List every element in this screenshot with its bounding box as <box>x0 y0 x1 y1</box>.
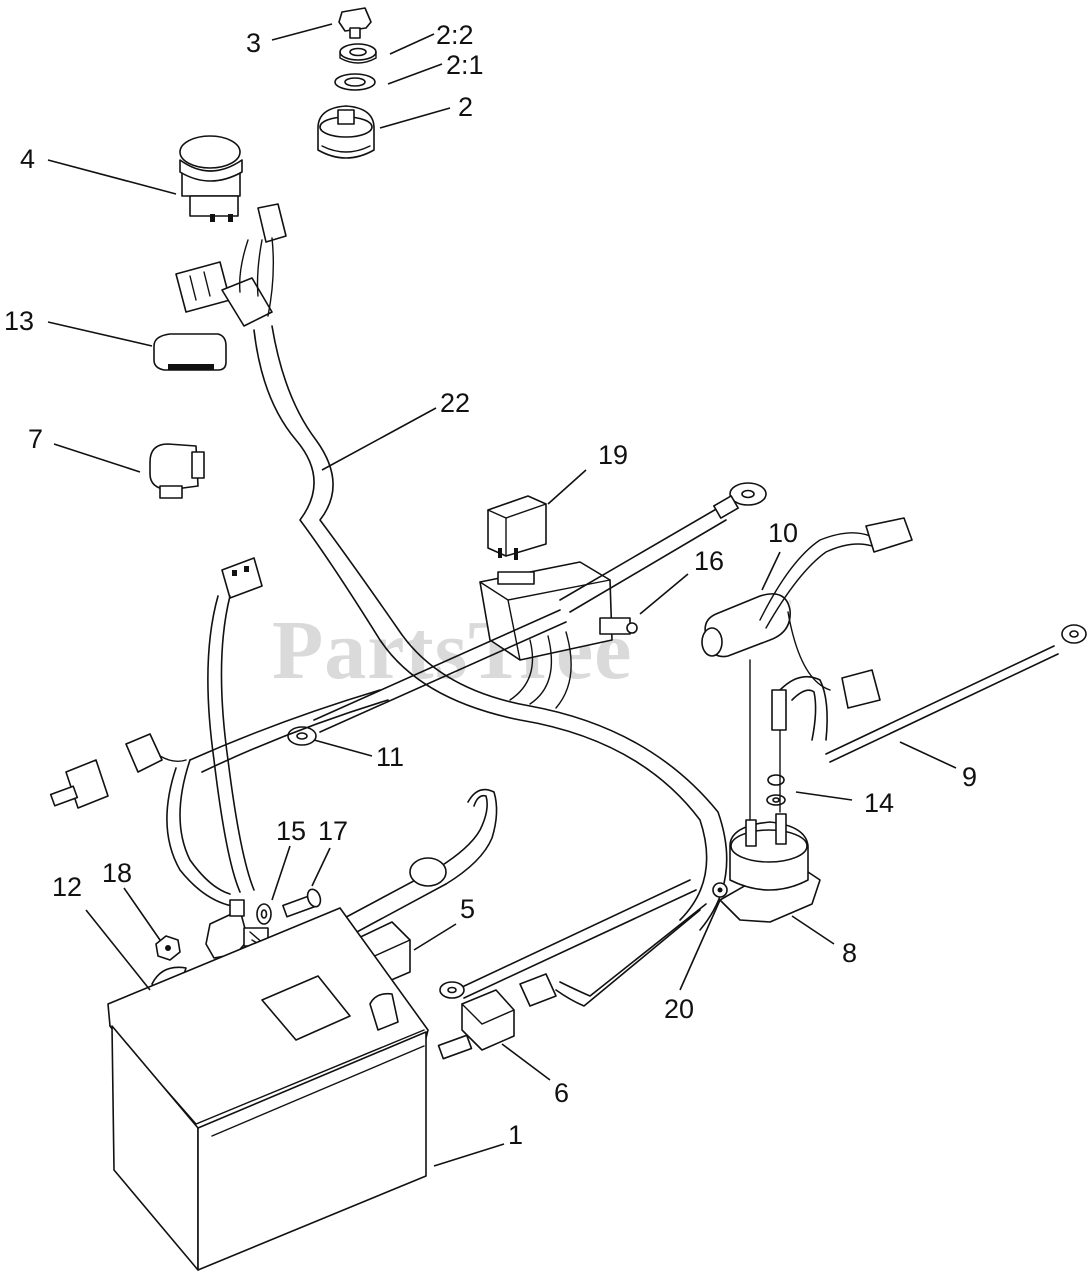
part-nut-washer[interactable] <box>766 774 786 806</box>
part-ring-wire-upper[interactable] <box>559 482 767 613</box>
callout-15: 15 <box>276 816 306 846</box>
callout-labels: 3 2:2 2:1 2 4 13 22 7 19 10 16 11 9 14 1… <box>4 20 977 1150</box>
callout-2-2: 2:2 <box>436 20 474 50</box>
part-relay-plug[interactable] <box>149 443 205 499</box>
part-ignition-switch[interactable] <box>317 105 375 159</box>
part-nut[interactable] <box>339 43 377 64</box>
callout-2-1: 2:1 <box>446 50 484 80</box>
callout-14: 14 <box>864 788 894 818</box>
callout-17: 17 <box>318 816 348 846</box>
callout-2: 2 <box>458 92 473 122</box>
part-starter-solenoid[interactable] <box>719 659 821 923</box>
callout-11: 11 <box>376 742 404 772</box>
part-main-harness[interactable] <box>253 325 728 931</box>
callout-18: 18 <box>102 858 132 888</box>
callout-19: 19 <box>598 440 628 470</box>
part-terminal-boot[interactable] <box>701 517 913 741</box>
part-battery[interactable] <box>107 907 429 1271</box>
part-washer-15[interactable] <box>256 903 272 925</box>
callout-13: 13 <box>4 306 34 336</box>
callout-16: 16 <box>694 546 724 576</box>
part-pto-switch[interactable] <box>179 135 243 222</box>
callout-6: 6 <box>554 1078 569 1108</box>
callout-10: 10 <box>768 518 798 548</box>
part-connector-plug[interactable] <box>437 973 557 1060</box>
callout-22: 22 <box>440 388 470 418</box>
part-washer[interactable] <box>334 73 376 91</box>
part-lower-cable[interactable] <box>439 879 707 1007</box>
callout-1: 1 <box>508 1120 523 1150</box>
part-fuse-holder[interactable] <box>153 333 227 371</box>
part-terminal-clamp[interactable] <box>205 899 269 959</box>
part-bolt-17[interactable] <box>282 887 323 918</box>
callout-12: 12 <box>52 872 82 902</box>
leader-lines <box>47 23 957 1167</box>
callout-3: 3 <box>246 28 261 58</box>
part-left-harness-branch[interactable] <box>49 557 389 907</box>
part-nut-18[interactable] <box>155 935 181 961</box>
part-battery-cable[interactable] <box>825 624 1087 763</box>
callout-4: 4 <box>20 144 35 174</box>
callout-7: 7 <box>28 424 43 454</box>
callout-9: 9 <box>962 762 977 792</box>
part-key[interactable] <box>338 7 372 39</box>
part-mounting-bolt[interactable] <box>712 882 728 898</box>
callout-20: 20 <box>664 994 694 1024</box>
part-relay[interactable] <box>487 495 547 560</box>
callout-8: 8 <box>842 938 857 968</box>
part-harness-connectors-upper[interactable] <box>175 203 287 327</box>
callout-5: 5 <box>460 894 475 924</box>
